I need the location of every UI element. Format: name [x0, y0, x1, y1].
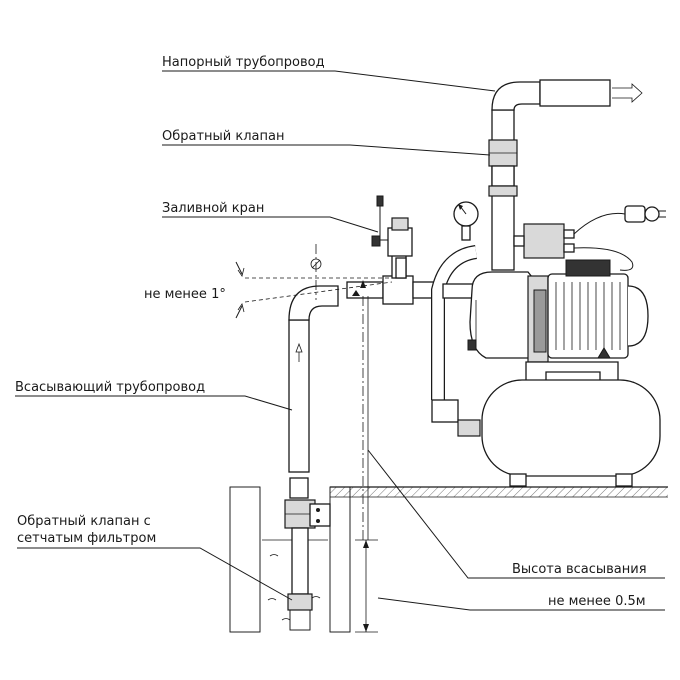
suction-height-dimension [360, 280, 369, 540]
well-wall-left [229, 486, 261, 633]
label-min-slope: не менее 1° [144, 287, 226, 302]
tank-hose [431, 245, 481, 437]
hydraulic-tank [481, 379, 661, 487]
well-wall-right [329, 486, 351, 633]
pressure-gauge [453, 201, 479, 241]
label-fill-tap: Заливной кран [162, 201, 264, 216]
fill-tap [371, 195, 413, 279]
check-valve [488, 139, 518, 197]
min-depth-dimension [355, 539, 378, 633]
pump-body [442, 271, 549, 363]
label-discharge-pipe: Напорный трубопровод [162, 55, 325, 70]
suction-pipe [284, 285, 339, 595]
leader-lines [15, 70, 665, 611]
pressure-switch [513, 223, 575, 259]
ground [330, 486, 668, 498]
label-foot-valve-line1: Обратный клапан с [17, 514, 151, 529]
label-suction-pipe: Всасывающий трубопровод [15, 380, 205, 395]
label-suction-height: Высота всасывания [512, 562, 647, 577]
electric-motor [547, 259, 649, 359]
foot-valve-filter [287, 593, 313, 631]
label-check-valve: Обратный клапан [162, 129, 284, 144]
label-foot-valve-line2: сетчатым фильтром [17, 531, 156, 546]
inlet-fitting [346, 251, 444, 305]
label-min-depth: не менее 0.5м [548, 594, 646, 609]
power-cable-plug [573, 205, 666, 271]
slope-angle-mark [235, 244, 393, 319]
